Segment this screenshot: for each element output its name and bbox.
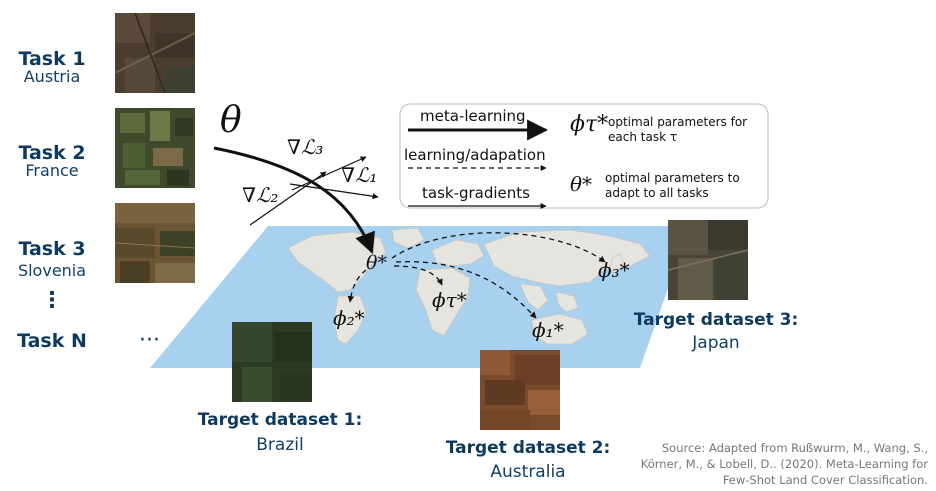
- task-2-country: France: [25, 161, 79, 180]
- theta-label: θ: [220, 100, 242, 141]
- task-1-country: Austria: [23, 67, 81, 86]
- adapt-arrow-phi2: [347, 269, 367, 303]
- legend-gradients-label: task-gradients: [422, 184, 530, 202]
- target-3-country: Japan: [692, 333, 740, 353]
- phi2-label: ϕ₂*: [333, 306, 365, 330]
- legend-theta-symbol: θ*: [570, 172, 593, 196]
- legend-phi-desc-2: each task τ: [608, 130, 678, 144]
- target-3-satellite-image: [668, 220, 748, 300]
- task-1-satellite-image: [115, 13, 195, 93]
- phi-tau-label: ϕτ*: [432, 288, 467, 312]
- target-2-satellite-image: [480, 350, 560, 430]
- adapt-arrow-phi1: [395, 261, 537, 319]
- phi3-label: ϕ₃*: [598, 258, 630, 282]
- target-1-title: Target dataset 1:: [197, 410, 363, 430]
- legend-adaptation-label: learning/adapation: [404, 146, 546, 164]
- legend-phi-desc-1: optimal parameters for: [608, 115, 748, 129]
- task-2-satellite-image: [115, 108, 195, 188]
- horizontal-ellipsis: ···: [139, 328, 160, 353]
- target-3-title: Target dataset 3:: [633, 310, 799, 330]
- target-1-satellite-image: [232, 322, 312, 402]
- gradient-l1-label: ∇ℒ₁: [341, 163, 378, 187]
- theta-star-label: θ*: [366, 252, 387, 274]
- legend-phi-symbol: ϕτ*: [570, 112, 609, 137]
- source-line-3: Few-Shot Land Cover Classification.: [722, 473, 928, 487]
- phi1-label: ϕ₁*: [532, 318, 564, 342]
- target-2-title: Target dataset 2:: [445, 438, 611, 458]
- target-2-country: Australia: [490, 462, 566, 482]
- legend-theta-desc-2: adapt to all tasks: [605, 186, 709, 200]
- target-1-country: Brazil: [256, 435, 304, 455]
- task-1-title: Task 1: [18, 48, 86, 70]
- source-line-2: Körner, M., & Lobell, D.. (2020). Meta-L…: [640, 457, 928, 471]
- task-3-country: Slovenia: [17, 261, 87, 280]
- source-citation: Source: Adapted from Rußwurm, M., Wang, …: [588, 440, 928, 488]
- legend-meta-learning-label: meta-learning: [420, 107, 526, 125]
- gradient-arrow-3: [291, 156, 367, 191]
- task-3-satellite-image: [115, 203, 195, 283]
- gradient-l2-label: ∇ℒ₂: [242, 183, 279, 207]
- vertical-ellipsis: ⋮: [41, 288, 63, 313]
- adapt-arrow-phi3: [391, 232, 606, 263]
- task-2-title: Task 2: [18, 142, 86, 164]
- meta-learning-path: [213, 146, 375, 254]
- legend-theta-desc-1: optimal parameters to: [605, 171, 740, 185]
- gradient-l3-label: ∇ℒ₃: [287, 135, 324, 159]
- task-n-title: Task N: [17, 330, 87, 352]
- task-3-title: Task 3: [18, 238, 86, 260]
- source-line-1: Source: Adapted from Rußwurm, M., Wang, …: [661, 441, 928, 455]
